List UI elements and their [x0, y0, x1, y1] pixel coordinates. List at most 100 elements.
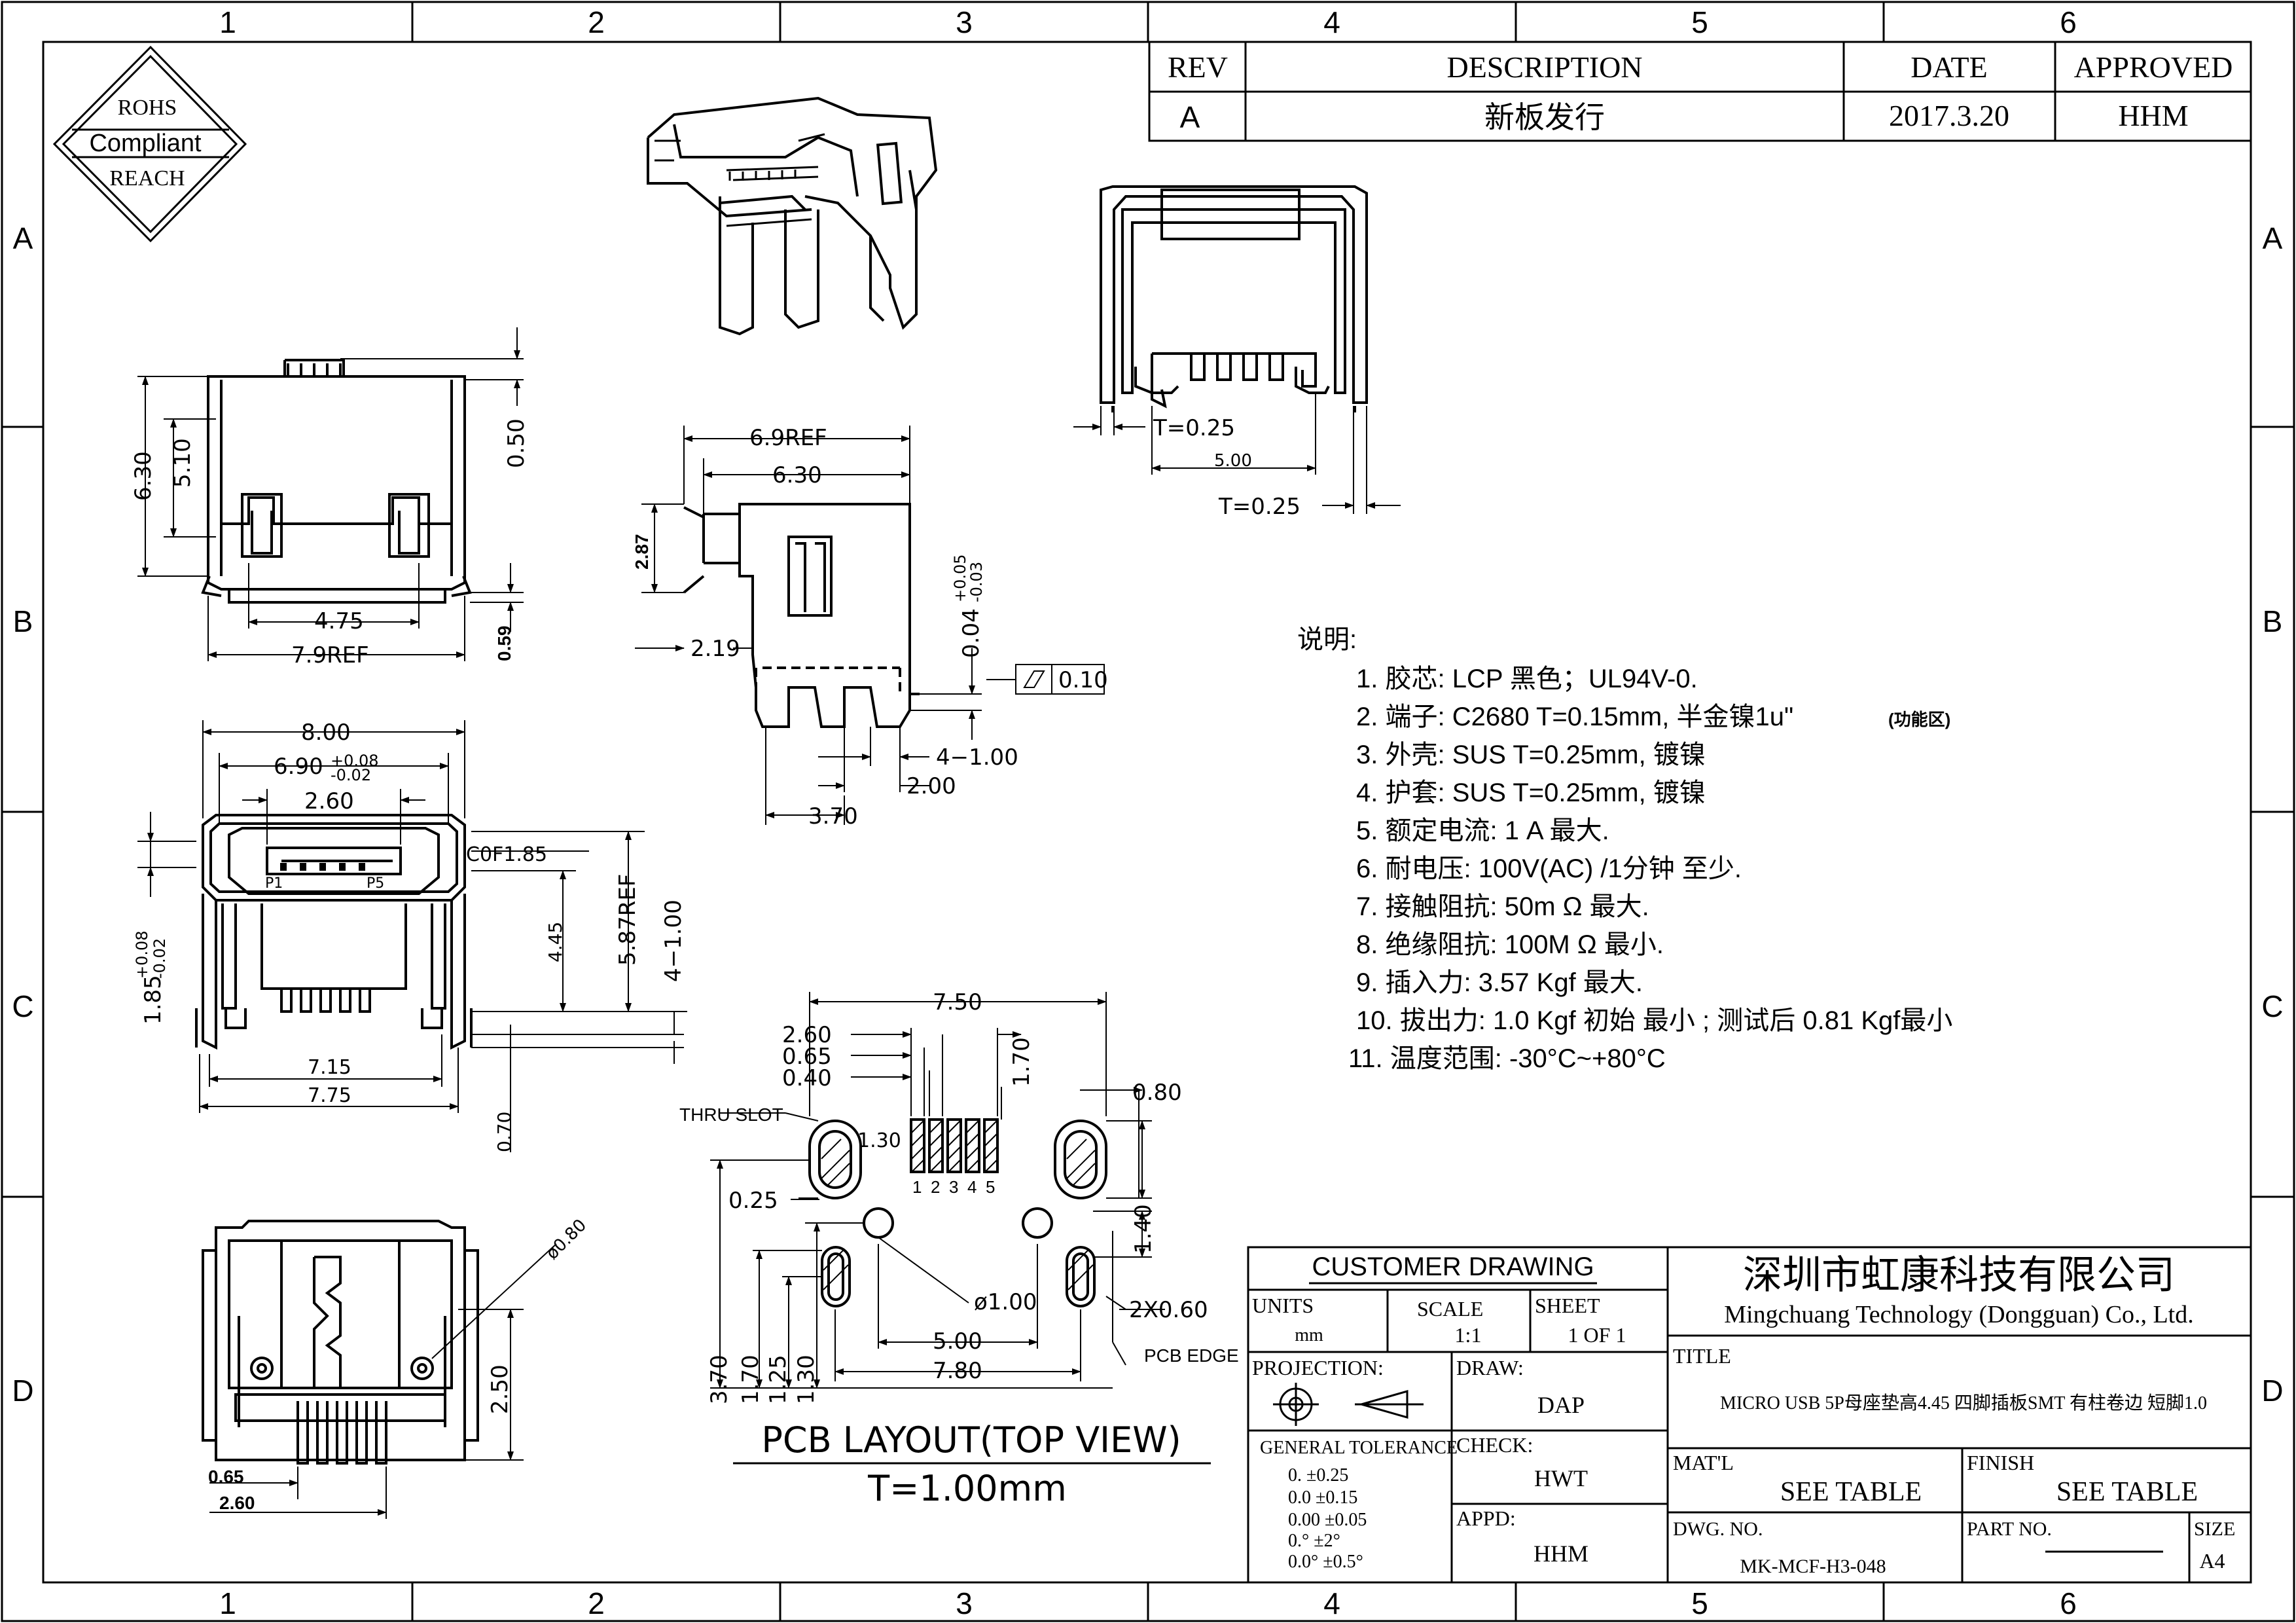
reach-label: REACH [109, 166, 185, 191]
check-value: HWT [1534, 1465, 1588, 1491]
approved-header: APPROVED [2074, 50, 2233, 84]
tolerance-row: 0.0° ±0.5° [1288, 1552, 1363, 1572]
dim-pcb-780: 7.80 [933, 1358, 982, 1384]
dim-front-630: 6.30 [130, 451, 156, 501]
note-item: 4. 护套: SUS T=0.25mm, 镀镍 [1356, 778, 1706, 807]
note-item: 11. 温度范围: -30°C~+80°C [1348, 1044, 1666, 1073]
dim-face-4x100: 4−1.00 [660, 900, 687, 982]
dim-pcb-025: 0.25 [728, 1188, 778, 1214]
dim-pcb-140: 1.40 [1130, 1204, 1157, 1254]
grid-row-label: B [13, 604, 33, 638]
grid-col-label: 5 [1691, 1586, 1708, 1620]
dim-pcb-080: 0.80 [1132, 1080, 1182, 1106]
projection-symbol [1273, 1383, 1424, 1426]
pin-label-p5: P5 [367, 875, 384, 892]
tolerance-row: 0. ±0.25 [1288, 1465, 1348, 1486]
projection-label: PROJECTION: [1252, 1356, 1384, 1379]
dim-pcb-100: ø1.00 [974, 1289, 1037, 1315]
pcb-pin-4: 4 [967, 1177, 977, 1197]
approved-value: HHM [2118, 99, 2188, 132]
dim-rear-080: ø0.80 [543, 1216, 590, 1264]
dim-front-059: 0.59 [494, 626, 514, 662]
compliant-label: Compliant [89, 130, 202, 157]
pcb-layout [808, 1118, 1107, 1307]
end-view [1100, 185, 1368, 412]
dim-face-260: 2.60 [304, 788, 354, 814]
dim-side-4x100: 4−1.00 [936, 744, 1018, 771]
dim-front-79ref: 7.9REF [291, 642, 369, 668]
dim-face-185-plus: +0.08 [133, 930, 151, 979]
dim-face-775: 7.75 [308, 1084, 351, 1107]
dim-end-500: 5.00 [1214, 451, 1252, 471]
dim-face-690-minus: -0.02 [331, 766, 371, 784]
grid-row-label: A [13, 221, 33, 255]
rear-view [202, 1220, 479, 1465]
dwg-no-label: DWG. NO. [1673, 1518, 1763, 1540]
size-label: SIZE [2194, 1518, 2235, 1540]
units-label: UNITS [1252, 1294, 1314, 1317]
note-item: 10. 拔出力: 1.0 Kgf 初始 最小 ; 测试后 0.81 Kgf最小 [1356, 1006, 1952, 1035]
grid-col-label: 1 [219, 1586, 236, 1620]
note-item-suffix: (功能区) [1888, 710, 1950, 729]
dwg-no-value: MK-MCF-H3-048 [1740, 1556, 1886, 1577]
grid-col-label: 2 [588, 5, 605, 39]
dim-side-004: 0.04 [958, 608, 984, 658]
grid-row-label: B [2263, 604, 2283, 638]
matl-value: SEE TABLE [1780, 1477, 1922, 1507]
dim-side-004-plus: +0.05 [951, 554, 969, 602]
note-item: 6. 耐电压: 100V(AC) /1分钟 至少. [1356, 854, 1742, 883]
grid-col-label: 6 [2060, 5, 2077, 39]
dim-face-185: 1.85 [140, 975, 166, 1025]
part-no-label: PART NO. [1967, 1518, 2052, 1540]
size-value: A4 [2199, 1549, 2225, 1573]
tolerance-row: 0.° ±2° [1288, 1531, 1340, 1551]
side-view-dims [635, 426, 1105, 825]
dim-pcb-040: 0.40 [782, 1065, 832, 1091]
dim-side-004-minus: -0.03 [967, 562, 986, 602]
pcb-pin-2: 2 [931, 1177, 940, 1197]
face-view-dims [137, 720, 687, 1152]
front-view-dims [137, 327, 524, 661]
dim-face-800: 8.00 [301, 720, 351, 746]
pcb-pin-5: 5 [986, 1177, 995, 1197]
pcb-thru-slot-label: THRU SLOT [679, 1104, 783, 1125]
grid-row-label: C [2261, 989, 2283, 1023]
grid-col-label: 4 [1323, 5, 1340, 39]
grid-col-label: 1 [219, 5, 236, 39]
pcb-pin-1: 1 [912, 1177, 922, 1197]
date-value: 2017.3.20 [1889, 99, 2009, 132]
dim-pcb-130b: 1.30 [793, 1355, 819, 1404]
dim-pcb-260: 2.60 [782, 1022, 832, 1048]
finish-label: FINISH [1967, 1451, 2034, 1474]
revision-table: REV DESCRIPTION DATE APPROVED A 新板发行 201… [1148, 41, 2252, 142]
rear-view-dims [209, 1243, 557, 1519]
dim-face-185-minus: -0.02 [151, 938, 169, 979]
grid-row-label: D [2261, 1374, 2283, 1408]
side-view [683, 503, 920, 728]
product-title: MICRO USB 5P母座垫高4.45 四脚插板SMT 有柱卷边 短脚1.0 [1720, 1393, 2207, 1413]
note-item: 1. 胶芯: LCP 黑色；UL94V-0. [1356, 665, 1698, 693]
pcb-hatching [821, 1120, 1096, 1290]
dim-end-t025b: T=0.25 [1218, 494, 1300, 520]
description-value: 新板发行 [1484, 101, 1605, 134]
customer-drawing-label: CUSTOMER DRAWING [1312, 1252, 1594, 1281]
dim-pcb-500: 5.00 [933, 1328, 982, 1355]
company-name-cn: 深圳市虹康科技有限公司 [1743, 1253, 2175, 1297]
pcb-pin-3: 3 [949, 1177, 958, 1197]
grid-row-label: C [12, 989, 33, 1023]
draw-label: DRAW: [1456, 1356, 1524, 1379]
dim-pcb-370: 3.70 [706, 1355, 732, 1404]
dim-pcb-750: 7.50 [933, 989, 982, 1015]
company-name-en: Mingchuang Technology (Dongguan) Co., Lt… [1724, 1301, 2193, 1328]
tolerance-label: GENERAL TOLERANCE [1260, 1438, 1458, 1458]
draw-value: DAP [1537, 1392, 1585, 1418]
tolerance-row: 0.0 ±0.15 [1288, 1487, 1357, 1508]
dim-side-370: 3.70 [808, 803, 858, 830]
dim-side-219: 2.19 [691, 636, 740, 662]
check-label: CHECK: [1456, 1433, 1533, 1457]
scale-value: 1:1 [1455, 1323, 1482, 1347]
rohs-reach-badge: ROHS Compliant REACH [52, 45, 247, 243]
dim-pcb-125: 1.25 [765, 1355, 791, 1404]
face-view-pins [280, 863, 365, 871]
